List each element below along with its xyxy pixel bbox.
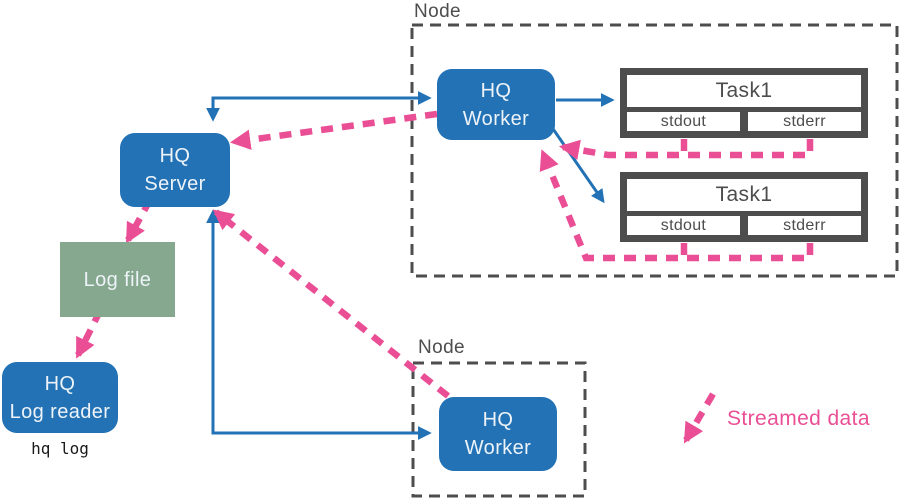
hq-worker-bottom-box: HQ Worker bbox=[439, 397, 557, 471]
task1-top-stderr-cell: stderr bbox=[748, 112, 861, 131]
hq-worker-top-box: HQ Worker bbox=[437, 69, 555, 140]
streamed-data-legend-label: Streamed data bbox=[727, 407, 870, 430]
stream-task1-to-worker bbox=[558, 139, 814, 160]
task1-top-box: Task1 stdout stderr bbox=[620, 68, 868, 138]
hq-worker-top-label-line1: HQ bbox=[480, 79, 512, 102]
task1-bottom-title: Task1 bbox=[627, 179, 861, 211]
hq-server-label-line1: HQ bbox=[159, 145, 191, 167]
arrow-worker-task2 bbox=[549, 125, 605, 204]
node-bottom-label: Node bbox=[418, 337, 466, 358]
task1-bottom-box: Task1 stdout stderr bbox=[620, 172, 868, 242]
task1-bottom-outputs: stdout stderr bbox=[627, 216, 861, 235]
hq-worker-bottom-label-line1: HQ bbox=[482, 409, 514, 431]
hq-log-reader-label-line2: Log reader bbox=[9, 400, 111, 423]
stream-worker-top-to-server bbox=[229, 110, 438, 150]
log-file-box: Log file bbox=[60, 242, 175, 317]
hq-worker-bottom-label-line2: Worker bbox=[464, 437, 532, 459]
log-file-label: Log file bbox=[83, 268, 152, 291]
hq-server-label-line2: Server bbox=[144, 173, 206, 195]
stream-logfile-to-reader bbox=[75, 309, 103, 359]
task1-bottom-stdout-cell: stdout bbox=[627, 216, 740, 235]
stream-worker-bottom-to-server bbox=[212, 209, 451, 399]
hq-log-command: hq log bbox=[31, 439, 89, 458]
hq-log-reader-label-line1: HQ bbox=[44, 372, 76, 395]
task1-top-stdout-cell: stdout bbox=[627, 112, 740, 131]
hq-log-reader-box: HQ Log reader bbox=[2, 362, 118, 433]
arrow-server-worker-top bbox=[206, 91, 432, 122]
task1-top-title: Task1 bbox=[627, 75, 861, 107]
streamed-data-arrow-icon bbox=[683, 392, 716, 444]
task1-top-outputs: stdout stderr bbox=[627, 112, 861, 131]
task1-bottom-stderr-cell: stderr bbox=[748, 216, 861, 235]
arrow-server-worker-bottom bbox=[206, 209, 432, 440]
hq-server-box: HQ Server bbox=[120, 133, 230, 207]
node-top-label: Node bbox=[414, 1, 462, 22]
hq-worker-top-label-line2: Worker bbox=[462, 107, 530, 130]
